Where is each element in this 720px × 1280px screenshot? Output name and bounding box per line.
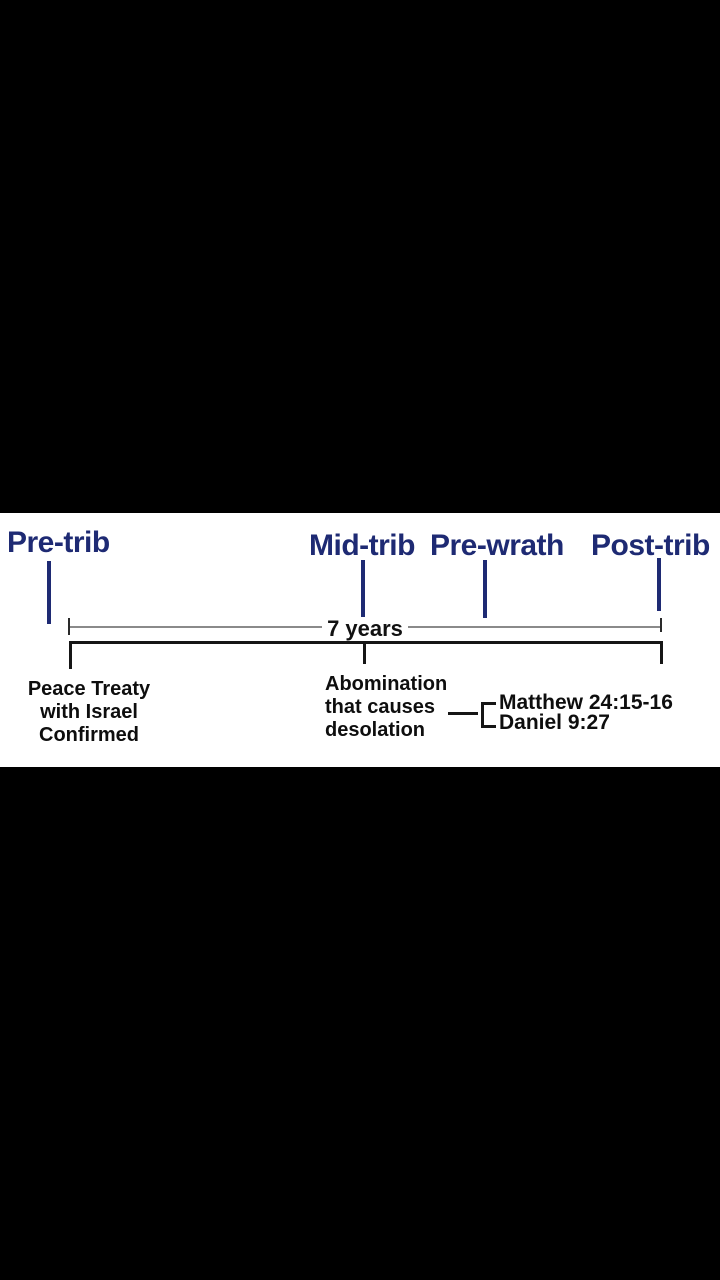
reference-bracket-arm-bottom <box>481 725 496 728</box>
diagram-panel: Pre-trib Mid-trib Pre-wrath Post-trib 7 … <box>0 513 720 767</box>
bracket-drop-right <box>660 641 663 664</box>
event-peace-treaty-line3: Confirmed <box>39 724 139 746</box>
reference-bracket <box>481 702 484 728</box>
reference-matthew: Matthew 24:15-16 <box>499 691 673 714</box>
bracket-drop-mid <box>363 641 366 664</box>
duration-label: 7 years <box>322 618 408 640</box>
letterbox-bottom <box>0 767 720 1280</box>
reference-bracket-arm-top <box>481 702 496 705</box>
era-label-pre-wrath: Pre-wrath <box>430 529 564 562</box>
connector-dash <box>448 712 478 715</box>
era-label-mid-trib: Mid-trib <box>309 529 415 562</box>
event-peace-treaty-line2: with Israel <box>40 701 138 723</box>
era-tick-post-trib <box>657 558 661 611</box>
era-tick-mid-trib <box>361 560 365 617</box>
era-label-pre-trib: Pre-trib <box>7 526 110 559</box>
event-abomination-line1: Abomination <box>325 673 448 695</box>
event-peace-treaty: Peace Treaty with Israel Confirmed <box>10 678 168 747</box>
event-abomination-line3: desolation <box>325 719 426 741</box>
axis-end-tick <box>660 618 662 632</box>
era-tick-pre-wrath <box>483 560 487 618</box>
event-abomination-line2: that causes <box>325 696 436 718</box>
era-tick-pre-trib <box>47 561 51 624</box>
letterbox-top <box>0 0 720 513</box>
axis-start-tick <box>68 618 70 635</box>
event-abomination: Abomination that causes desolation <box>325 673 447 742</box>
reference-daniel: Daniel 9:27 <box>499 711 610 734</box>
event-peace-treaty-line1: Peace Treaty <box>27 678 151 700</box>
bracket-drop-left <box>69 641 72 669</box>
bracket-line <box>69 641 663 644</box>
era-label-post-trib: Post-trib <box>591 529 710 562</box>
